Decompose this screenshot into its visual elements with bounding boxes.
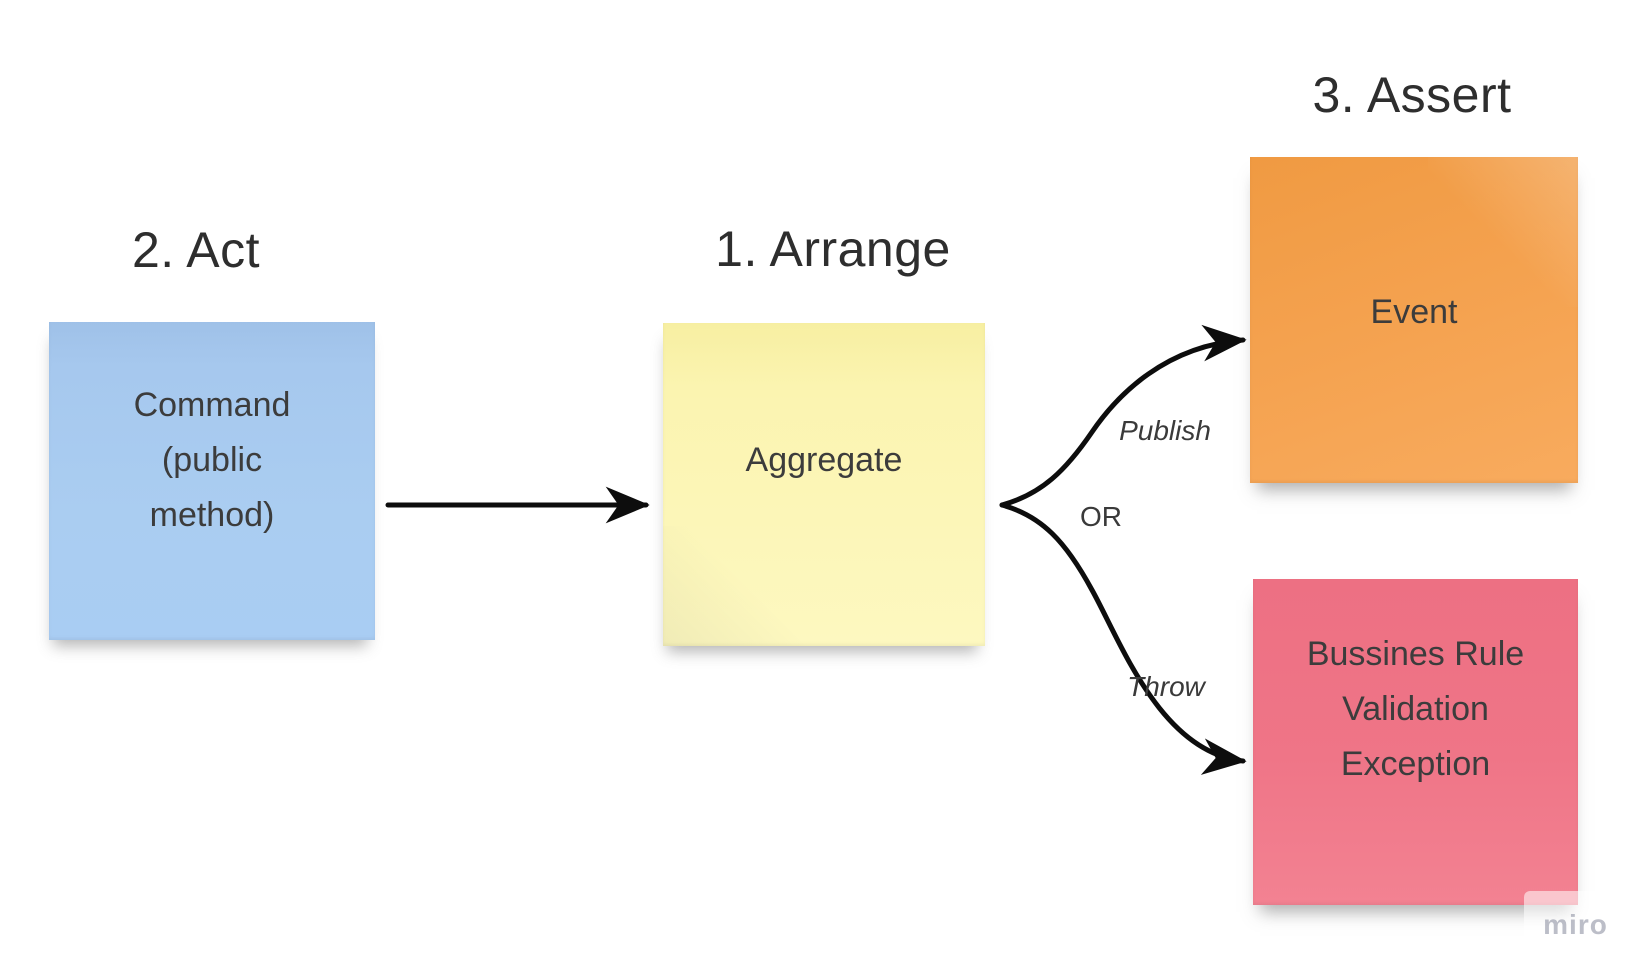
connector-label-or[interactable]: OR bbox=[1080, 501, 1122, 532]
sticky-note-command[interactable]: Command (public method) bbox=[49, 322, 375, 640]
sticky-note-exception[interactable]: Bussines Rule Validation Exception bbox=[1253, 579, 1578, 905]
sticky-note-command-text: Command (public method) bbox=[133, 385, 291, 534]
connector-label-publish[interactable]: Publish bbox=[1119, 415, 1211, 446]
connector-aggregate-to-event[interactable] bbox=[999, 324, 1247, 508]
miro-logo: miro bbox=[1543, 909, 1608, 940]
note-fold-sheen bbox=[663, 526, 813, 646]
sticky-note-event[interactable]: Event bbox=[1250, 157, 1578, 483]
heading-arrange[interactable]: 1. Arrange bbox=[715, 221, 951, 277]
sticky-note-aggregate-text: Aggregate bbox=[745, 441, 903, 479]
heading-assert[interactable]: 3. Assert bbox=[1312, 67, 1512, 123]
heading-act[interactable]: 2. Act bbox=[131, 222, 261, 278]
miro-watermark[interactable]: miro bbox=[1524, 891, 1627, 959]
connector-aggregate-to-exception[interactable] bbox=[999, 502, 1247, 775]
sticky-note-event-text: Event bbox=[1370, 292, 1458, 331]
connector-label-throw[interactable]: Throw bbox=[1127, 671, 1205, 702]
sticky-note-exception-text: Bussines Rule Validation Exception bbox=[1306, 634, 1525, 783]
sticky-note-aggregate[interactable]: Aggregate bbox=[663, 323, 985, 646]
